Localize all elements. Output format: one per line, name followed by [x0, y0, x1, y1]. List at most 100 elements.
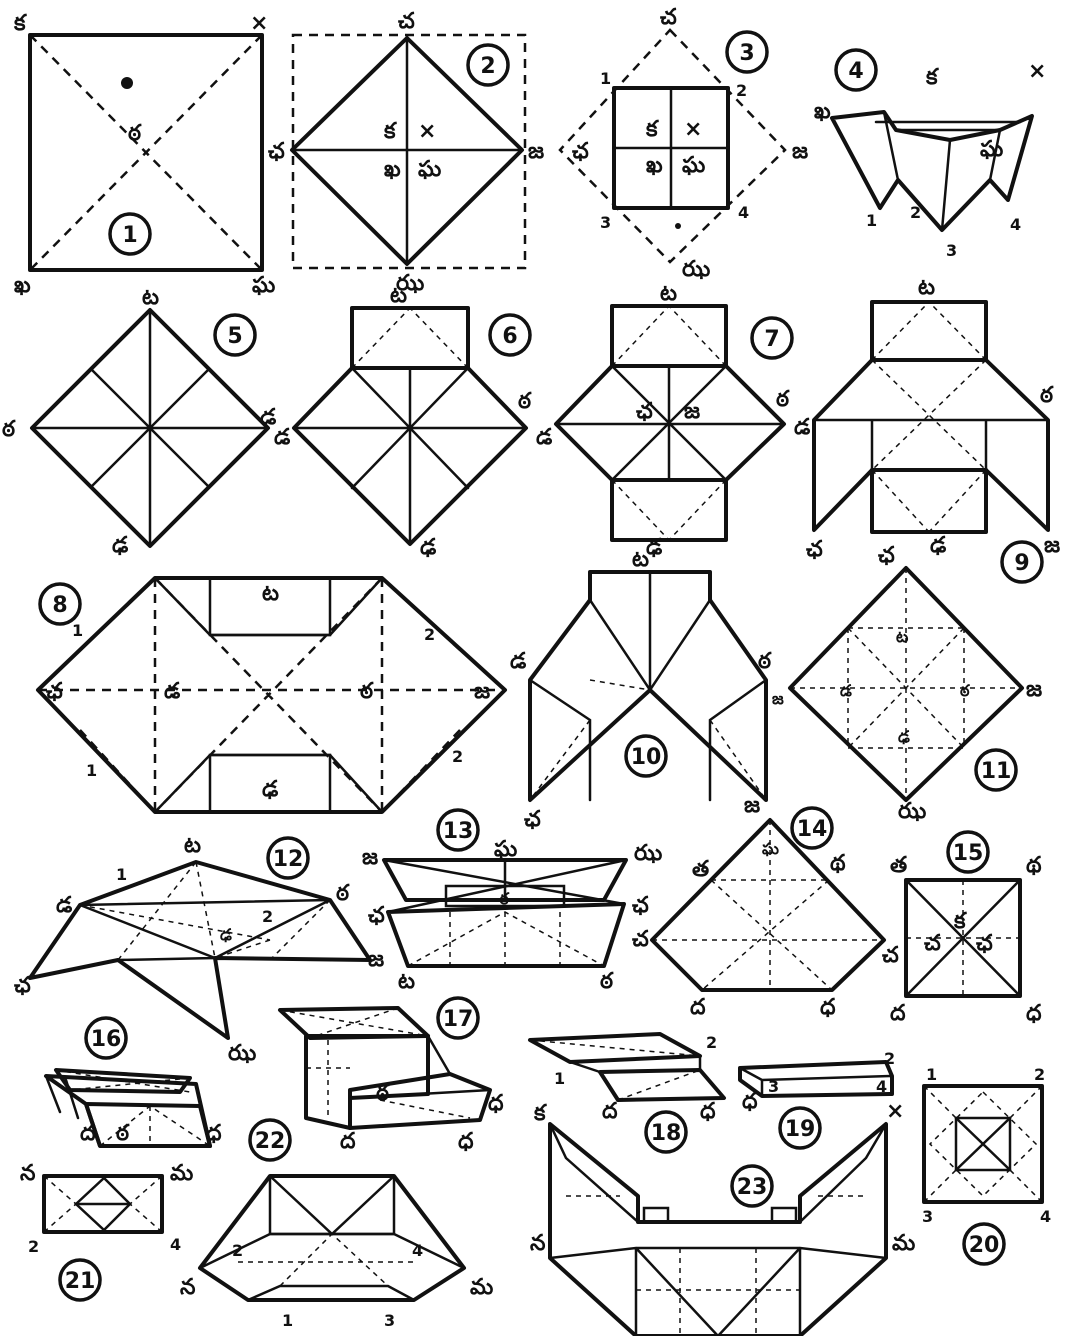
step-1-dot: [121, 77, 133, 89]
step-17-edges: [350, 1036, 490, 1098]
step-4-label: 1: [866, 211, 877, 230]
step-9-label: డ: [794, 415, 811, 440]
step-10-label: ఠ: [758, 649, 772, 674]
step-11-label: జ: [1026, 677, 1042, 702]
step-21-label: 2: [28, 1237, 39, 1256]
step-3-label: ఘ: [682, 153, 705, 178]
step-8-label: జ: [474, 679, 490, 704]
step-8-label: 1: [72, 621, 83, 640]
step-22-label: 2: [232, 1241, 243, 1260]
step-13-label: ఛ: [368, 903, 385, 928]
step-19-label: ధ: [742, 1089, 758, 1114]
step-9-crease: [872, 470, 929, 532]
step-17-label: ధ: [458, 1129, 474, 1154]
step-15-label: థ: [1026, 853, 1042, 878]
step-12-label: 2: [262, 907, 273, 926]
step-3-label: చ: [660, 5, 677, 30]
step-23-label: క: [533, 1101, 547, 1126]
step-21-figure: 21 న మ 2 4: [20, 1161, 193, 1300]
step-14-number: 14: [797, 817, 828, 842]
step-13-label: ఘ: [494, 837, 517, 862]
step-1-label: క: [13, 11, 27, 36]
step-3-figure: 3 చ ఛ జ ఝ క × ఖ ఘ 1 2 3 4: [560, 5, 808, 282]
step-13-label: జ: [362, 845, 378, 870]
step-15-label: త: [890, 853, 907, 878]
step-18-label: ద: [602, 1099, 618, 1124]
step-16-layer-front: [86, 1104, 210, 1146]
step-22-label: 3: [384, 1311, 395, 1330]
step-1-label: ×: [250, 11, 268, 36]
step-16-label: ఠ: [116, 1121, 130, 1146]
step-20-label: 4: [1040, 1207, 1051, 1226]
step-22-label: 1: [282, 1311, 293, 1330]
step-9-number: 9: [1014, 551, 1029, 576]
step-9-crease: [929, 302, 986, 360]
step-4-number: 4: [848, 59, 863, 84]
step-11-label: ఢ: [898, 727, 910, 746]
step-6-flap: [352, 308, 468, 368]
step-6-crease: [410, 308, 468, 368]
step-5-label: ఢ: [112, 533, 129, 558]
step-6-label: ఢ: [420, 535, 437, 560]
step-14-label: ధ: [820, 995, 836, 1020]
step-4-label: 2: [910, 203, 921, 222]
step-9-crease: [872, 302, 929, 360]
step-20-creases: [956, 1118, 1010, 1170]
step-22-number: 22: [255, 1129, 286, 1154]
step-21-label: 4: [170, 1235, 181, 1254]
step-17-number: 17: [443, 1007, 474, 1032]
step-8-label: డ: [164, 679, 181, 704]
step-2-label: జ: [528, 139, 544, 164]
step-12-number: 12: [273, 847, 304, 872]
step-9-label: ట: [918, 275, 935, 300]
step-4-figure: 4 క × ఖ ఘ 1 2 3 4: [814, 50, 1046, 260]
step-21-number: 21: [65, 1269, 96, 1294]
step-22-body: [200, 1176, 464, 1300]
step-7-label: ట: [660, 281, 677, 306]
step-13-label: ఝ: [634, 841, 662, 866]
step-23-slots: [644, 1208, 796, 1222]
step-12-label: 1: [116, 865, 127, 884]
step-11-label: ఠ: [960, 681, 970, 700]
step-11-number: 11: [981, 759, 1012, 784]
step-4-label: ఖ: [814, 99, 831, 124]
step-9-crease: [929, 470, 986, 532]
step-23-label: మ: [892, 1231, 915, 1256]
step-3-label: ఝ: [682, 257, 710, 282]
step-8-label: 1: [86, 761, 97, 780]
step-5-number: 5: [227, 324, 242, 349]
step-13-creases: [408, 912, 604, 966]
step-20-number: 20: [969, 1233, 1000, 1258]
step-7-crease: [612, 480, 669, 540]
step-4-label: 3: [946, 241, 957, 260]
step-20-figure: 20 1 2 3 4: [922, 1065, 1051, 1264]
step-16-number: 16: [91, 1027, 122, 1052]
step-22-creases: [238, 1234, 414, 1286]
step-8-label: ఠ: [360, 679, 374, 704]
step-10-number: 10: [631, 745, 662, 770]
step-12-label: జ: [368, 947, 384, 972]
step-4-label: 4: [1010, 215, 1021, 234]
step-18-label: 2: [706, 1033, 717, 1052]
step-22-figure: 22 న మ 2 4 1 3: [180, 1120, 493, 1330]
step-20-label: 3: [922, 1207, 933, 1226]
step-7-bottom-flap: [612, 480, 726, 540]
step-3-label: 4: [738, 203, 749, 222]
step-11-label: జ: [772, 689, 784, 708]
step-18-label: ధ: [700, 1099, 716, 1124]
step-6-number: 6: [502, 324, 517, 349]
step-16-label: ద: [80, 1121, 96, 1146]
step-1-label: ఠ: [128, 121, 142, 146]
step-16-figure: 16 ద ఠ ధ: [46, 1018, 222, 1146]
step-17-flap: [350, 1074, 490, 1128]
step-10-label: ట: [632, 547, 649, 572]
step-2-number: 2: [480, 54, 495, 79]
step-19-figure: 19 ధ 2 3 4: [740, 1049, 895, 1148]
step-1-label: ఖ: [14, 273, 31, 298]
step-3-label: 1: [600, 69, 611, 88]
step-23-label: న: [530, 1231, 546, 1256]
step-6-label: ట: [390, 283, 407, 308]
step-3-dot: [675, 223, 681, 229]
step-19-label: 3: [768, 1077, 779, 1096]
step-7-label: ఠ: [776, 387, 790, 412]
